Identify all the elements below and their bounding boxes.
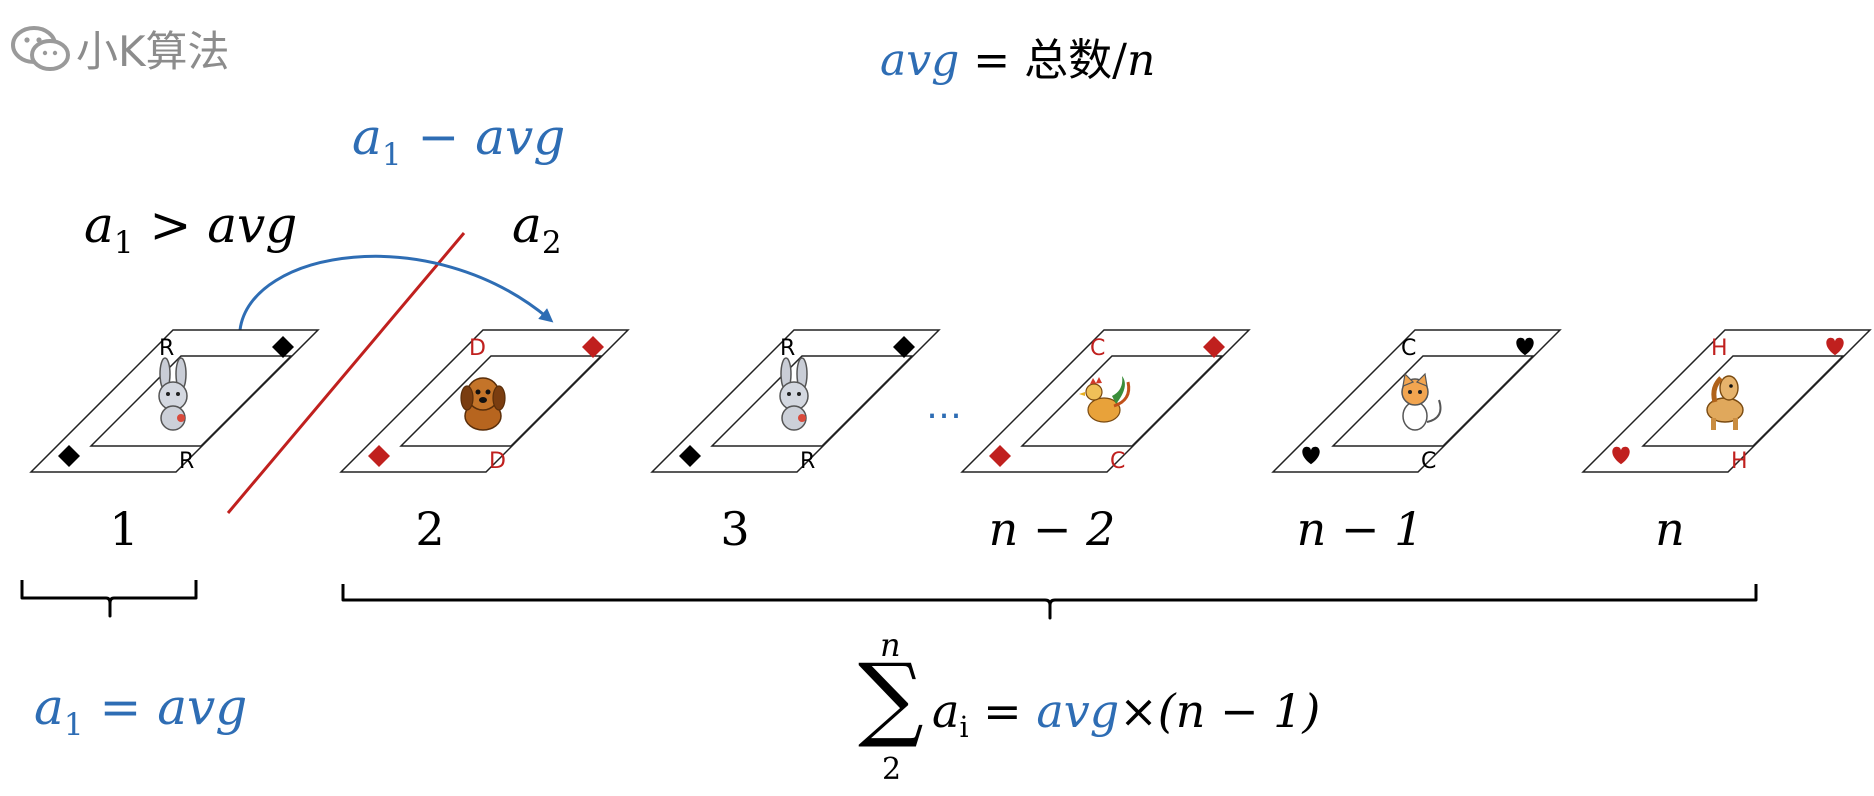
card-index-2: 2 [415, 502, 445, 556]
card-index-1: 1 [109, 502, 139, 556]
card-1: RR [29, 329, 320, 474]
card-inner-frame [710, 355, 914, 447]
total-text: 总数 [1024, 35, 1113, 86]
card-inner-frame [1331, 355, 1535, 447]
card-letter-top: H [1711, 336, 1728, 361]
equilibrium-label: a1 = avg [34, 678, 248, 743]
divider-line [226, 232, 466, 514]
card-5: CC [1271, 329, 1562, 474]
card-inner-frame [89, 355, 293, 447]
card-letter-bottom: H [1731, 449, 1748, 474]
card-index-3: 3 [720, 502, 750, 556]
rooster-icon [1079, 376, 1131, 423]
card-inner-frame [1020, 355, 1224, 447]
wechat-icon [11, 25, 70, 71]
card-letter-top: C [1090, 336, 1105, 361]
watermark-text: 小K算法 [76, 27, 230, 76]
card-letter-top: D [469, 336, 486, 361]
card-3: RR [650, 329, 941, 474]
avg-definition: avg = 总数/n [880, 35, 1156, 86]
card-letter-bottom: C [1421, 449, 1436, 474]
a2-label: a2 [512, 196, 562, 261]
card-letter-top: R [780, 336, 795, 361]
card-index-5: n − 1 [1296, 502, 1424, 556]
card-inner-frame [1641, 355, 1845, 447]
cat-icon [1401, 372, 1442, 431]
card-letter-bottom: C [1110, 449, 1125, 474]
avg-term: avg [880, 35, 960, 86]
rabbit-icon [779, 357, 809, 431]
condition-label: a1 > avg [84, 196, 298, 261]
card-letter-bottom: R [179, 449, 194, 474]
ellipsis: … [926, 386, 962, 427]
transfer-arrow [238, 254, 554, 331]
horse-icon [1706, 375, 1744, 430]
rabbit-icon [158, 357, 188, 431]
card-index-6: n [1655, 502, 1685, 556]
card-6: HH [1581, 329, 1872, 474]
watermark: 小K算法 [10, 18, 230, 79]
sum-lower-limit: 2 [882, 752, 902, 787]
card-index-4: n − 2 [988, 502, 1116, 556]
brace-right [341, 584, 1758, 620]
card-4: CC [960, 329, 1251, 474]
dog-icon [460, 377, 506, 431]
card-letter-bottom: R [800, 449, 815, 474]
brace-left [20, 580, 198, 618]
card-letter-bottom: D [489, 449, 506, 474]
card-letter-top: C [1401, 336, 1416, 361]
card-2: DD [339, 329, 630, 474]
sum-formula: n ∑ 2 ai = avg×(n − 1) [858, 622, 1321, 792]
sigma-symbol: ∑ [858, 644, 924, 751]
sum-upper-limit: n [880, 626, 901, 664]
card-inner-frame [399, 355, 603, 447]
transfer-amount-label: a1 − avg [352, 108, 566, 173]
card-letter-top: R [159, 336, 174, 361]
sum-expression: ai = avg×(n − 1) [932, 684, 1321, 744]
